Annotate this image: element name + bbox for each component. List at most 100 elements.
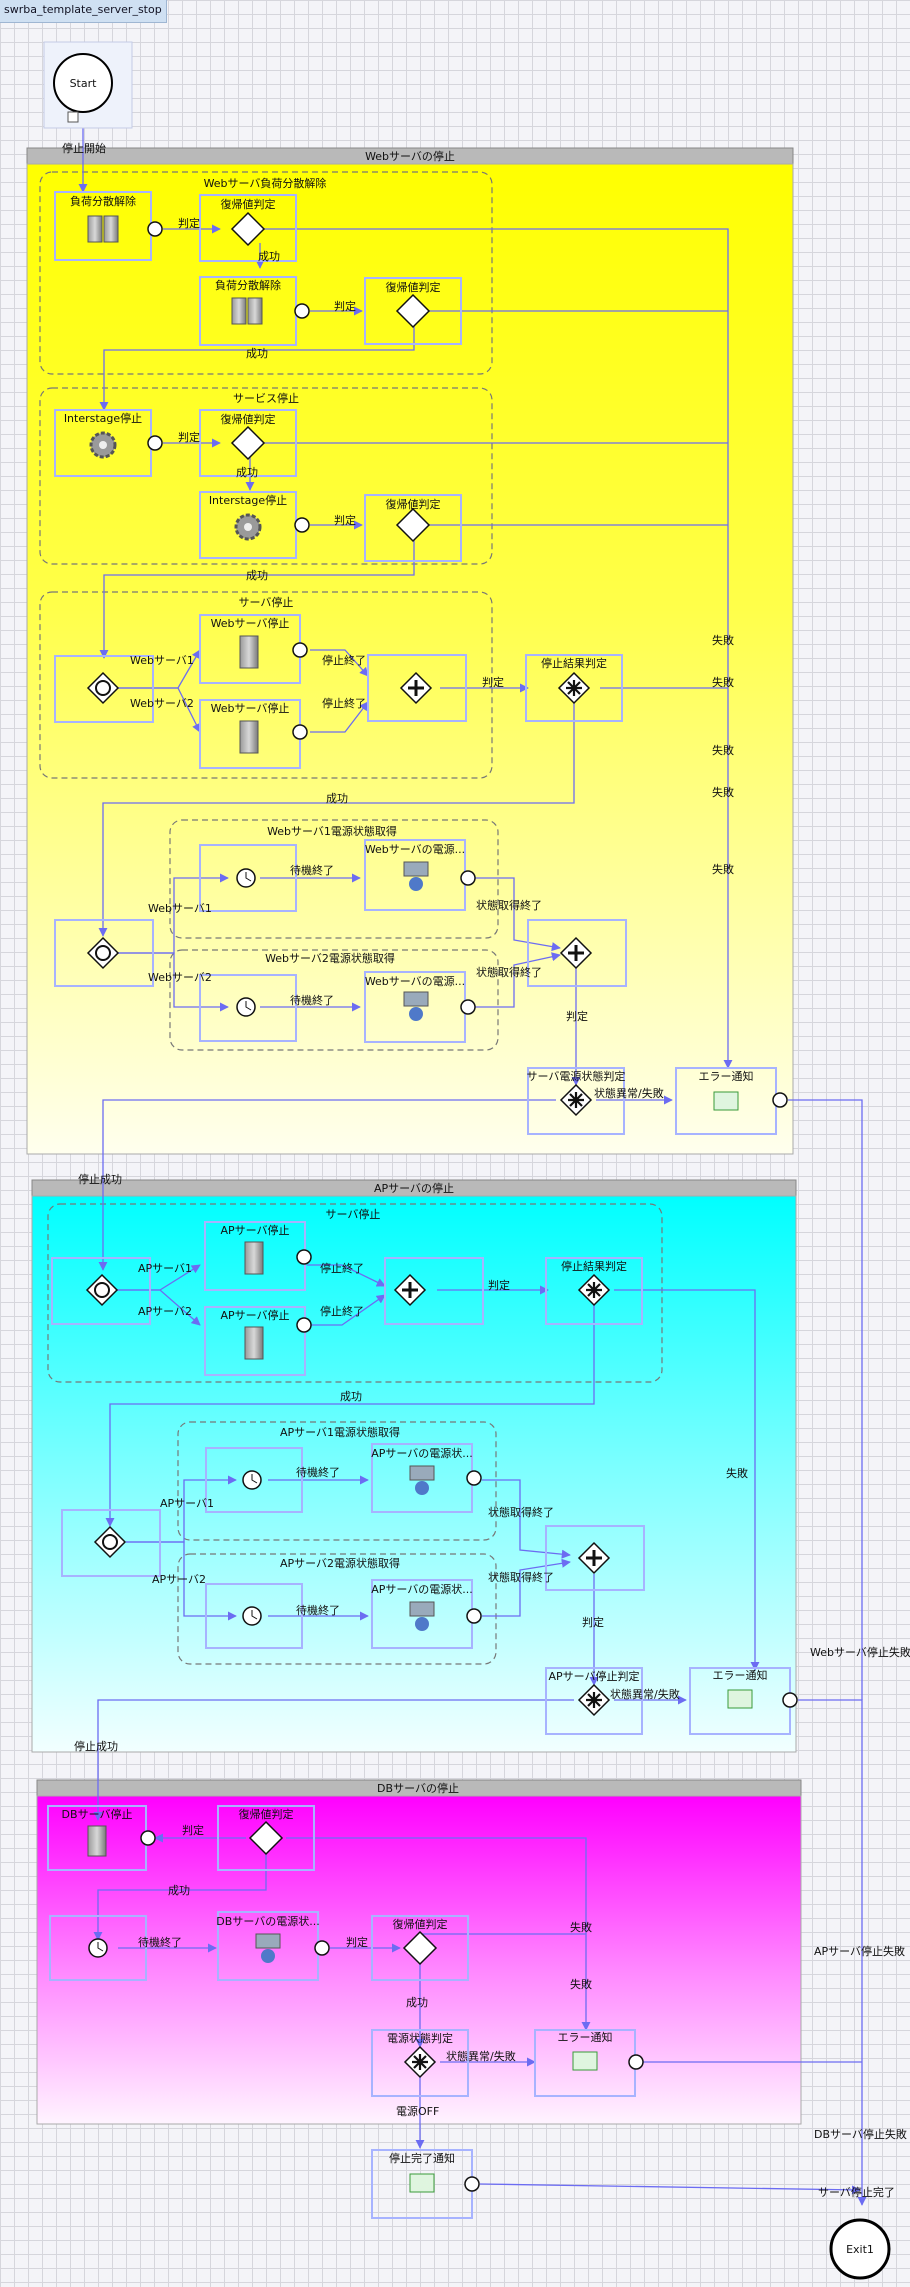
exit-event[interactable]: Exit1: [829, 2218, 891, 2280]
node-web-error[interactable]: エラー通知: [675, 1067, 788, 1135]
group-title-web-svc: サービス停止: [233, 391, 299, 405]
node-interstage-stop-1[interactable]: Interstage停止: [54, 409, 163, 477]
node-complete-notice[interactable]: 停止完了通知: [371, 2149, 480, 2219]
edge-label: 失敗: [570, 1977, 592, 1991]
edge-label: 待機終了: [290, 863, 334, 877]
node-label: Webサーバ停止: [211, 701, 290, 715]
node-web2-wait[interactable]: [199, 974, 297, 1042]
edge-label: 待機終了: [290, 993, 334, 1007]
group-web-lb-release: [39, 171, 493, 375]
node-db-stop[interactable]: DBサーバ停止: [47, 1805, 156, 1871]
node-interstage-check-2[interactable]: 復帰値判定: [364, 494, 462, 562]
group-title-ap-srv: サーバ停止: [326, 1207, 381, 1221]
node-web-fork[interactable]: [54, 655, 154, 723]
node-db-power-check[interactable]: 電源状態判定: [371, 2029, 469, 2097]
node-ap2-wait[interactable]: [205, 1583, 303, 1649]
group-title-web-p2: Webサーバ2電源状態取得: [265, 951, 395, 965]
decision-icon: [230, 211, 266, 247]
edge-label: 待機終了: [296, 1465, 340, 1479]
edge-label: APサーバ停止失敗: [814, 1944, 905, 1958]
node-web-power-check[interactable]: サーバ電源状態判定: [527, 1067, 626, 1135]
edge-label: 成功: [236, 466, 258, 479]
node-ap1-wait[interactable]: [205, 1447, 303, 1513]
node-db-error[interactable]: エラー通知: [534, 2029, 644, 2097]
edge-label: 成功: [326, 792, 348, 805]
group-web-server-stop: [39, 591, 493, 779]
exit-label: Exit1: [846, 2243, 874, 2256]
node-label: エラー通知: [699, 1069, 754, 1083]
node-web-power-join[interactable]: [527, 919, 627, 987]
node-db-power[interactable]: DBサーバの電源状...: [216, 1911, 330, 1981]
node-label: サーバ電源状態判定: [527, 1069, 626, 1083]
edge-label: 判定: [182, 1823, 204, 1837]
node-ap2-stop[interactable]: APサーバ停止: [204, 1306, 312, 1376]
node-label: 停止完了通知: [389, 2151, 455, 2165]
edge-label: APサーバ1: [160, 1497, 214, 1510]
group-ap-server-stop: [47, 1203, 663, 1383]
edges: [78, 112, 867, 2206]
node-lb-release-2[interactable]: 負荷分散解除: [199, 276, 310, 346]
node-lb-check-2[interactable]: 復帰値判定: [364, 277, 462, 345]
edge-label: 判定: [334, 513, 356, 527]
node-web1-power[interactable]: Webサーバの電源...: [364, 839, 476, 911]
node-interstage-check-1[interactable]: 復帰値判定: [199, 409, 297, 477]
node-web1-wait[interactable]: [199, 844, 297, 912]
node-web-join[interactable]: [367, 654, 467, 722]
node-label: Interstage停止: [64, 411, 142, 425]
node-ap1-stop[interactable]: APサーバ停止: [204, 1221, 312, 1291]
node-label: Interstage停止: [209, 493, 287, 507]
node-label: APサーバの電源状...: [371, 1446, 473, 1460]
edge-label: 失敗: [712, 633, 734, 647]
edge-label: 失敗: [712, 675, 734, 689]
edge-label: 停止終了: [320, 1261, 364, 1275]
node-web-power-fork[interactable]: [54, 919, 154, 987]
node-ap-power-join[interactable]: [545, 1525, 645, 1591]
node-ap2-power[interactable]: APサーバの電源状...: [371, 1579, 482, 1649]
node-label: 負荷分散解除: [215, 278, 281, 292]
node-web-result[interactable]: 停止結果判定: [525, 654, 623, 722]
edge-label: 停止終了: [322, 696, 366, 710]
node-ap1-power[interactable]: APサーバの電源状...: [371, 1443, 482, 1513]
node-ap-join[interactable]: [384, 1257, 484, 1325]
node-label: APサーバ停止: [220, 1223, 289, 1237]
edge-label: 失敗: [712, 743, 734, 757]
node-ap-power-check[interactable]: APサーバ停止判定: [545, 1667, 643, 1735]
edge-label: 失敗: [712, 785, 734, 799]
edge-label: 状態異常/失敗: [610, 1687, 680, 1701]
mail-icon: [713, 1091, 739, 1111]
node-db-check-2[interactable]: 復帰値判定: [371, 1915, 469, 1981]
edge-label: 成功: [168, 1884, 190, 1897]
node-label: DBサーバの電源状...: [216, 1914, 319, 1928]
node-interstage-stop-2[interactable]: Interstage停止: [199, 491, 310, 559]
start-event[interactable]: Start: [43, 41, 133, 129]
node-web2-stop[interactable]: Webサーバ停止: [199, 699, 308, 769]
edge-labels: 停止開始 判定 成功 判定 成功 判定 成功 判定 成功 Webサーバ1 Web…: [62, 141, 910, 2199]
group-web-service-stop: [39, 387, 493, 565]
edge-label: 判定: [178, 216, 200, 230]
node-db-wait[interactable]: [49, 1915, 147, 1981]
node-ap-result[interactable]: 停止結果判定: [545, 1257, 643, 1325]
edge-label: 状態異常/失敗: [446, 2049, 516, 2063]
group-title-ap-p2: APサーバ2電源状態取得: [280, 1556, 400, 1570]
edge-label: 失敗: [570, 1920, 592, 1934]
group-title-web-lb: Webサーバ負荷分散解除: [204, 176, 327, 190]
node-ap-error[interactable]: エラー通知: [689, 1667, 798, 1735]
node-web1-stop[interactable]: Webサーバ停止: [199, 614, 308, 684]
group-title-web-srv: サーバ停止: [239, 595, 294, 609]
node-db-check-1[interactable]: 復帰値判定: [217, 1805, 315, 1871]
server-icon: [87, 215, 103, 243]
note-icon: [67, 111, 79, 123]
node-lb-release-1[interactable]: 負荷分散解除: [54, 191, 163, 261]
node-label: Webサーバの電源...: [365, 842, 465, 856]
node-label: 負荷分散解除: [70, 194, 136, 208]
node-label: Webサーバの電源...: [365, 974, 465, 988]
node-web2-power[interactable]: Webサーバの電源...: [364, 971, 476, 1043]
node-ap-power-fork[interactable]: [61, 1509, 161, 1577]
edge-label: 状態異常/失敗: [594, 1086, 664, 1100]
node-ap-fork[interactable]: [51, 1257, 151, 1325]
node-lb-check-1[interactable]: 復帰値判定: [199, 194, 297, 262]
edge-label: 状態取得終了: [476, 898, 542, 912]
group-title-ap-p1: APサーバ1電源状態取得: [280, 1425, 400, 1439]
group-ap1-power: [177, 1421, 497, 1541]
node-label: Webサーバ停止: [211, 616, 290, 630]
